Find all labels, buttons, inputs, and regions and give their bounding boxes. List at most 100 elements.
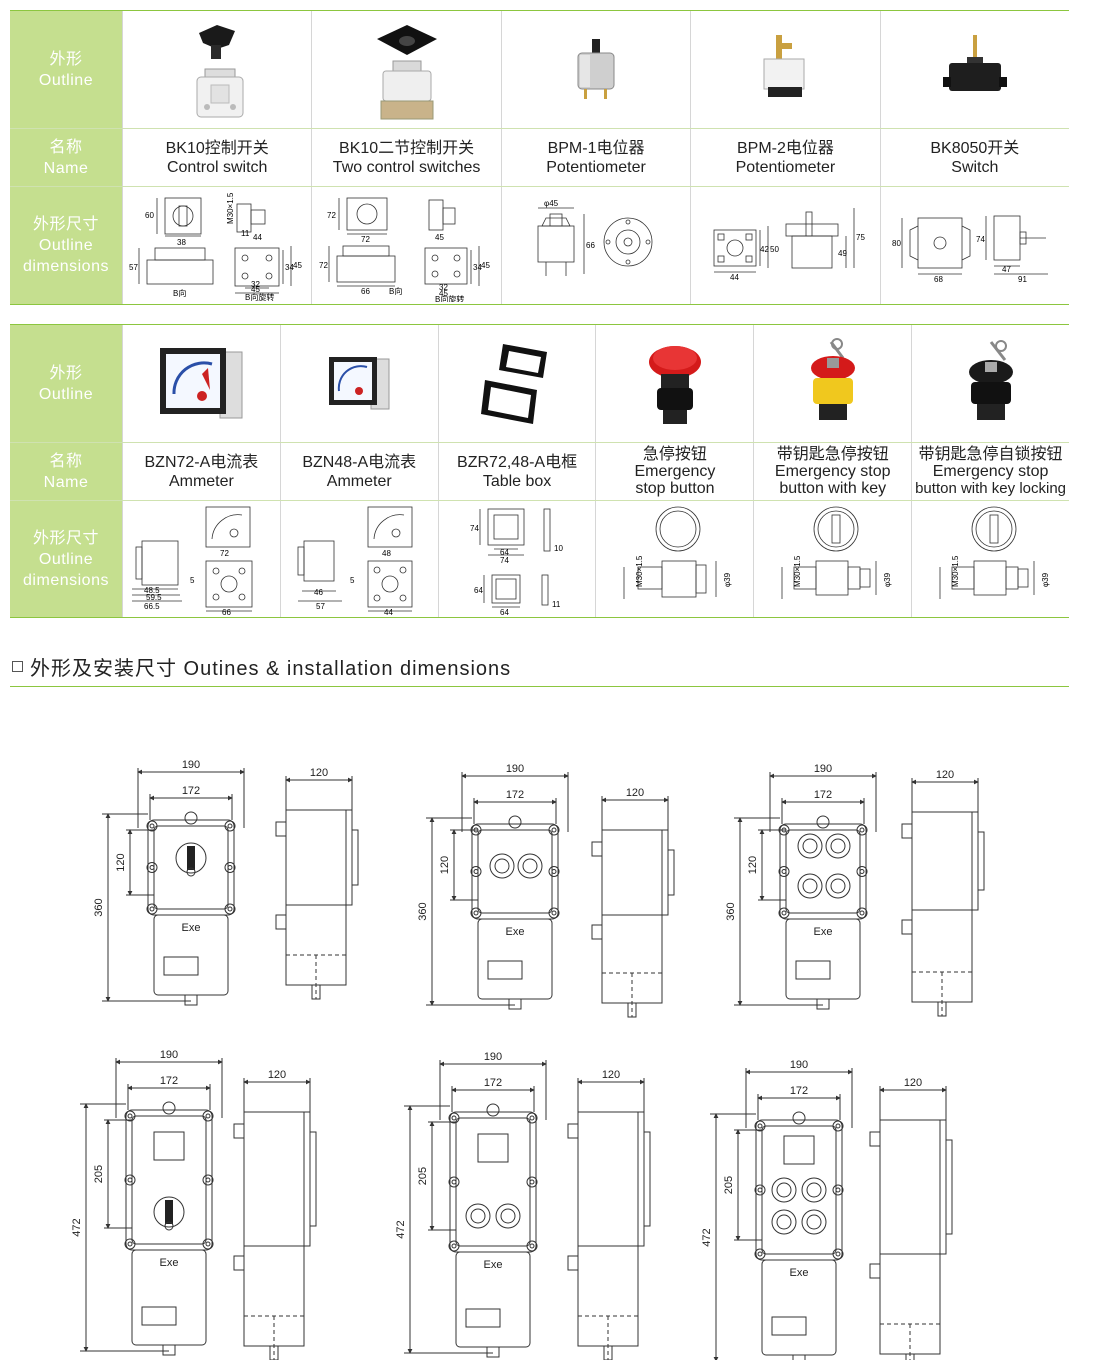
product-name: BZN72-A电流表 Ammeter (122, 443, 280, 500)
dim-label: 45 (481, 261, 490, 270)
product-image-estop-key-lock (911, 325, 1069, 442)
drawing-circle (859, 827, 865, 833)
outline-row: 外形 Outline (10, 325, 1069, 443)
emergency-stop-key-button-image (810, 337, 855, 420)
drawing-circle (227, 823, 233, 829)
drawing-outline (601, 829, 663, 916)
drawing-circle (835, 1123, 841, 1129)
dim-label: 74 (470, 524, 479, 533)
drawing-outline (661, 829, 669, 916)
drawing-circle (781, 869, 787, 874)
dims-drawing-bpm2: 42 50 44 49 75 (690, 187, 879, 304)
drawing-outline (603, 1345, 613, 1360)
drawing-circle (448, 1112, 460, 1124)
dim-label: 120 (268, 1069, 286, 1081)
drawing-outline (567, 1123, 579, 1139)
drawing-outline (795, 960, 831, 980)
name-row: 名称 Name BZN72-A电流表 Ammeter BZN48-A电流表 Am… (10, 443, 1069, 501)
exe-mark: Exe (160, 1257, 179, 1269)
dims-drawing-bk8050: 80 68 74 47 91 (879, 187, 1069, 304)
product-table-1: 外形 Outline (10, 10, 1069, 305)
product-name: BPM-1电位器 Potentiometer (500, 129, 690, 186)
drawing-outline (449, 1111, 537, 1253)
drawing-outline (233, 1123, 245, 1139)
dims-row: 外形尺寸 Outline dimensions 60 38 M30×1.5 1 (10, 187, 1069, 304)
dim-label: 74 (976, 235, 985, 244)
drawing-circle (500, 1208, 516, 1224)
dim-label: 205 (723, 1176, 735, 1194)
drawing-outline (465, 1308, 501, 1328)
drawing-circle (832, 1120, 844, 1132)
drawing-circle (205, 1241, 211, 1247)
drawing-circle (776, 1214, 792, 1230)
dim-label: 120 (747, 856, 759, 874)
drawing-circle (149, 865, 155, 870)
bk10-dims-svg: 60 38 M30×1.5 11 44 57 34 45 32 45 B向 B向… (129, 192, 302, 302)
drawing-circle (470, 907, 482, 919)
drawing-outline (275, 821, 287, 837)
dim-label: 42 (760, 245, 769, 254)
dim-label: 45 (439, 289, 448, 298)
selector-knob-icon (165, 1200, 173, 1224)
dim-label: 44 (253, 233, 262, 242)
drawing-outline (311, 984, 321, 1000)
drawing-circle (526, 1240, 538, 1252)
dim-label: 205 (93, 1165, 105, 1183)
drawing-circle (495, 1203, 521, 1229)
drawing-circle (832, 1248, 844, 1260)
drawing-circle (757, 1187, 763, 1193)
drawing-circle (806, 1182, 822, 1198)
dim-label: M30×1.5 (793, 555, 802, 587)
dims-drawing-estop-key-lock: M30×1.5 φ39 (911, 501, 1069, 617)
outline-label: 外形 Outline (10, 325, 122, 442)
drawing-outline (591, 841, 603, 857)
drawing-circle (801, 1177, 827, 1203)
drawing-circle (186, 867, 196, 877)
drawing-outline (477, 1133, 509, 1163)
drawing-circle (473, 869, 479, 874)
drawing-outline (755, 1119, 843, 1261)
dim-label: 45 (251, 285, 260, 294)
drawing-circle (797, 833, 823, 859)
dim-label: M30×1.5 (951, 555, 960, 587)
drawing-circle (224, 820, 236, 832)
dim-label: 190 (814, 763, 832, 775)
product-image-bzr72 (437, 325, 596, 442)
dim-label: 360 (93, 898, 105, 916)
dim-label: 120 (602, 1069, 620, 1081)
drawing-outline (243, 1111, 305, 1247)
drawing-outline (879, 1119, 941, 1255)
drawing-outline (945, 1139, 953, 1235)
drawing-circle (757, 1123, 763, 1129)
drawing-outline (345, 809, 353, 906)
drawing-circle (754, 1120, 766, 1132)
dim-label: 120 (115, 853, 127, 871)
drawing-outline (141, 1306, 177, 1326)
drawing-circle (859, 869, 865, 874)
dim-label: 472 (71, 1218, 83, 1236)
dim-label: B向旋转 (245, 292, 274, 302)
bpm2-potentiometer-image (763, 34, 805, 97)
drawing-circle (835, 1251, 841, 1257)
drawing-outline (309, 1131, 317, 1227)
drawing-outline (905, 1353, 915, 1360)
drawing-circle (494, 858, 510, 874)
dim-label: 46 (314, 588, 323, 597)
product-name: BPM-2电位器 Potentiometer (690, 129, 879, 186)
exe-mark: Exe (790, 1267, 809, 1279)
emergency-stop-key-locking-button-image (968, 339, 1013, 420)
drawing-circle (149, 823, 155, 829)
drawing-circle (184, 811, 198, 825)
drawing-circle (754, 1184, 766, 1196)
drawing-circle (830, 838, 846, 854)
dim-label: 120 (626, 787, 644, 799)
drawing-outline (471, 823, 559, 920)
drawing-circle (522, 858, 538, 874)
product-image-bk10-two (311, 11, 500, 128)
dim-label: 66.5 (144, 602, 160, 611)
bpm1-potentiometer-image (577, 38, 615, 99)
drawing-outline (901, 823, 913, 839)
drawing-circle (448, 1176, 460, 1188)
bzr72-dims-svg: 74 64 74 10 64 64 11 (470, 508, 564, 615)
drawing-outline (508, 998, 522, 1010)
